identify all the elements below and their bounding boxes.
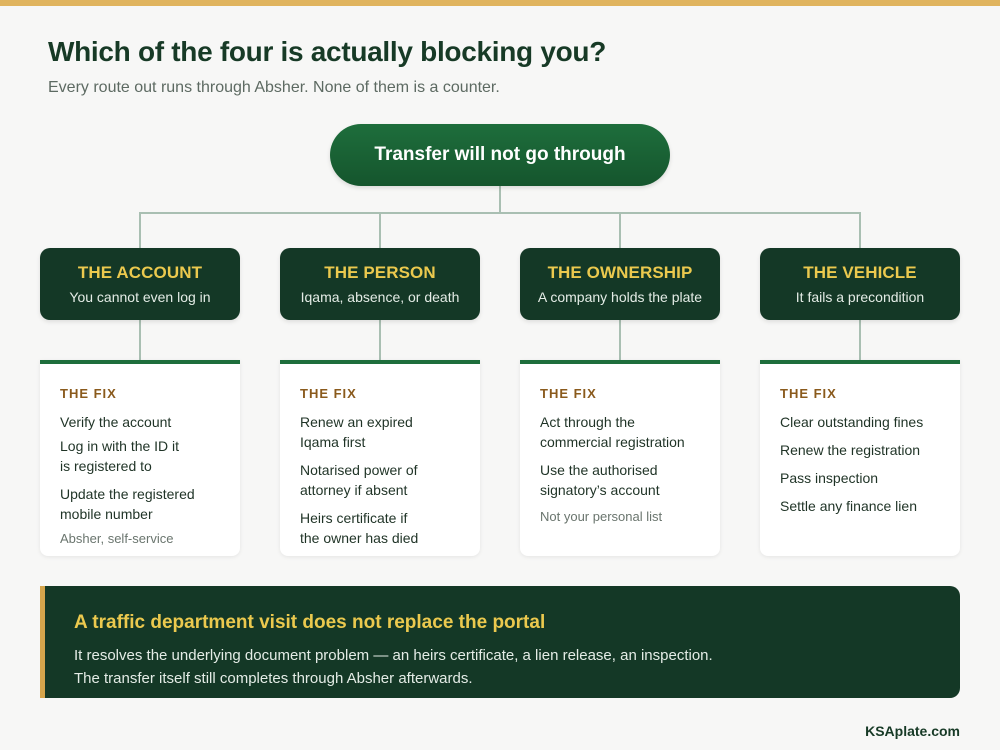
fix-heading: THE FIX [780,386,837,401]
fix-card-ownership: THE FIX Act through the commercial regis… [520,360,720,556]
fix-item: Renew an expired Iqama first [300,414,413,450]
category-person-subtitle: Iqama, absence, or death [300,289,460,305]
fix-item: Settle any finance lien [780,498,917,514]
fix-card-account: THE FIX Verify the account Log in with t… [40,360,240,556]
fix-note: Not your personal list [540,509,663,524]
category-account: THE ACCOUNT You cannot even log in [40,248,240,320]
fix-item: Act through the commercial registration [540,414,685,450]
category-ownership-subtitle: A company holds the plate [537,289,703,305]
category-account-title: THE ACCOUNT [77,263,203,282]
category-vehicle-title: THE VEHICLE [803,263,917,282]
fix-item: Use the authorised signatory’s account [540,462,660,498]
category-ownership-title: THE OWNERSHIP [547,263,693,282]
category-ownership: THE OWNERSHIP A company holds the plate [520,248,720,320]
category-account-subtitle: You cannot even log in [69,289,211,305]
brand-footer: KSAplate.com [865,723,960,739]
callout-banner-line: It resolves the underlying document prob… [74,647,713,664]
category-person-title: THE PERSON [324,263,436,282]
fix-item: Renew the registration [780,442,921,458]
top-accent-bar [0,0,1000,6]
fix-item: Notarised power of attorney if absent [300,462,418,498]
fix-item: Pass inspection [780,470,879,486]
fix-item: Clear outstanding fines [780,414,924,430]
category-vehicle-subtitle: It fails a precondition [795,289,925,305]
fix-heading: THE FIX [300,386,357,401]
category-vehicle: THE VEHICLE It fails a precondition [760,248,960,320]
fix-card-person: THE FIX Renew an expired Iqama first Not… [280,360,480,556]
fix-item: Log in with the ID it is registered to [60,438,180,474]
page-subtitle: Every route out runs through Absher. Non… [48,79,500,96]
fix-note: Absher, self-service [60,531,174,546]
callout-banner-title: A traffic department visit does not repl… [74,612,546,633]
root-node-label: Transfer will not go through [374,144,626,165]
fix-item: Verify the account [60,414,172,430]
callout-banner: A traffic department visit does not repl… [40,586,960,698]
fix-card-vehicle: THE FIX Clear outstanding fines Renew th… [760,360,960,556]
root-node-transfer-blocked: Transfer will not go through [330,124,670,186]
fix-heading: THE FIX [60,386,117,401]
fix-item: Heirs certificate if the owner has died [300,510,419,546]
fix-item: Update the registered mobile number [60,486,195,522]
callout-banner-line: The transfer itself still completes thro… [74,670,473,687]
page-title: Which of the four is actually blocking y… [48,36,607,67]
category-person: THE PERSON Iqama, absence, or death [280,248,480,320]
fix-heading: THE FIX [540,386,597,401]
